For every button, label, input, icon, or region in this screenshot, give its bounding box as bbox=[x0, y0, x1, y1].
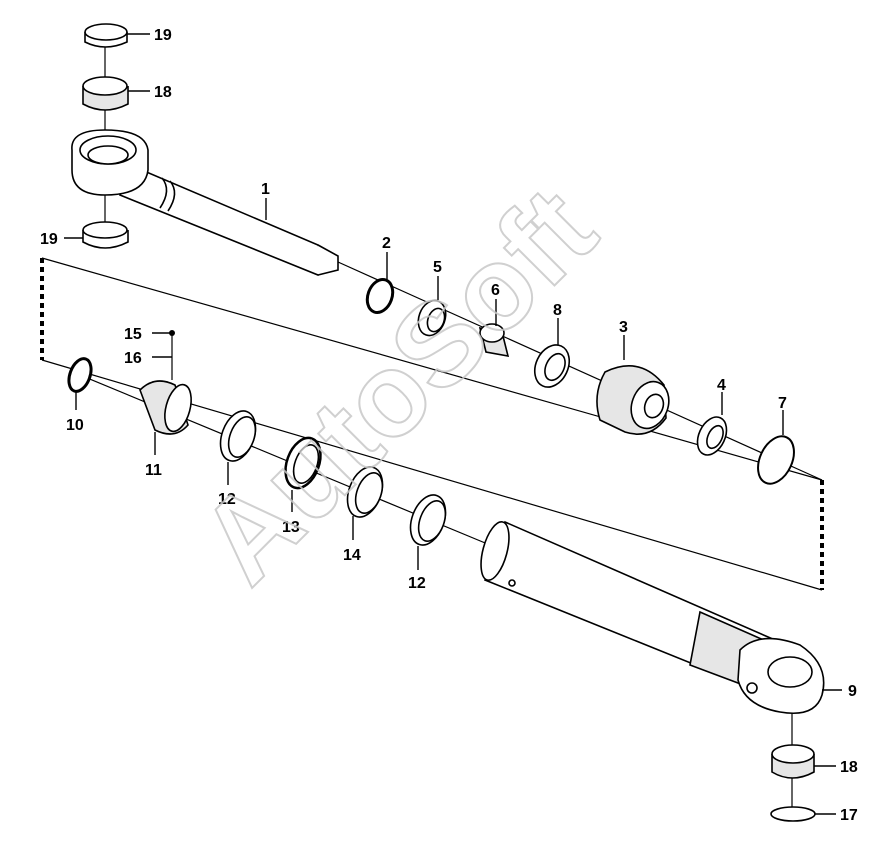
part-12-ring-b bbox=[409, 494, 447, 546]
part-labels: 19 18 1 19 2 5 6 8 3 4 7 15 16 10 11 12 … bbox=[40, 27, 858, 824]
label-9: 9 bbox=[848, 683, 857, 700]
part-2-o-ring bbox=[365, 278, 395, 314]
label-5: 5 bbox=[433, 259, 442, 276]
label-12-b: 12 bbox=[408, 575, 426, 592]
label-8: 8 bbox=[553, 302, 562, 319]
part-10-o-ring bbox=[67, 357, 93, 393]
label-17: 17 bbox=[840, 807, 858, 824]
label-4: 4 bbox=[717, 377, 726, 394]
label-1: 1 bbox=[261, 181, 270, 198]
part-11-piston bbox=[139, 380, 192, 435]
part-1-piston-rod bbox=[71, 129, 339, 276]
part-6-sleeve bbox=[478, 323, 510, 358]
leader-lines bbox=[64, 33, 842, 815]
label-2: 2 bbox=[382, 235, 391, 252]
part-14-ring bbox=[346, 466, 384, 518]
part-17-snap-ring bbox=[770, 806, 816, 822]
label-3: 3 bbox=[619, 319, 628, 336]
label-19-top: 19 bbox=[154, 27, 172, 44]
part-19-bottom-bushing bbox=[82, 221, 129, 249]
part-13-seal bbox=[284, 436, 322, 490]
label-14: 14 bbox=[343, 547, 361, 564]
part-9-cylinder-barrel bbox=[480, 520, 825, 714]
label-6: 6 bbox=[491, 282, 500, 299]
part-19-top-bushing bbox=[84, 23, 128, 48]
part-18-top-bearing bbox=[82, 76, 129, 111]
label-10: 10 bbox=[66, 417, 84, 434]
label-18-bottom: 18 bbox=[840, 759, 858, 776]
part-8-wiper bbox=[533, 344, 571, 388]
part-18-bottom-bearing bbox=[771, 744, 815, 779]
part-7-o-ring bbox=[757, 435, 795, 485]
part-15-16-pin bbox=[169, 330, 175, 380]
part-5-seal bbox=[417, 299, 447, 337]
label-18-top: 18 bbox=[154, 84, 172, 101]
label-15: 15 bbox=[124, 326, 142, 343]
part-4-seal bbox=[696, 416, 728, 456]
part-3-cylinder-head bbox=[596, 365, 670, 435]
label-11: 11 bbox=[145, 462, 162, 479]
label-13: 13 bbox=[282, 519, 300, 536]
label-7: 7 bbox=[778, 395, 787, 412]
label-16: 16 bbox=[124, 350, 142, 367]
label-12-a: 12 bbox=[218, 491, 236, 508]
part-12-ring-a bbox=[219, 410, 257, 462]
label-19-bottom: 19 bbox=[40, 231, 58, 248]
